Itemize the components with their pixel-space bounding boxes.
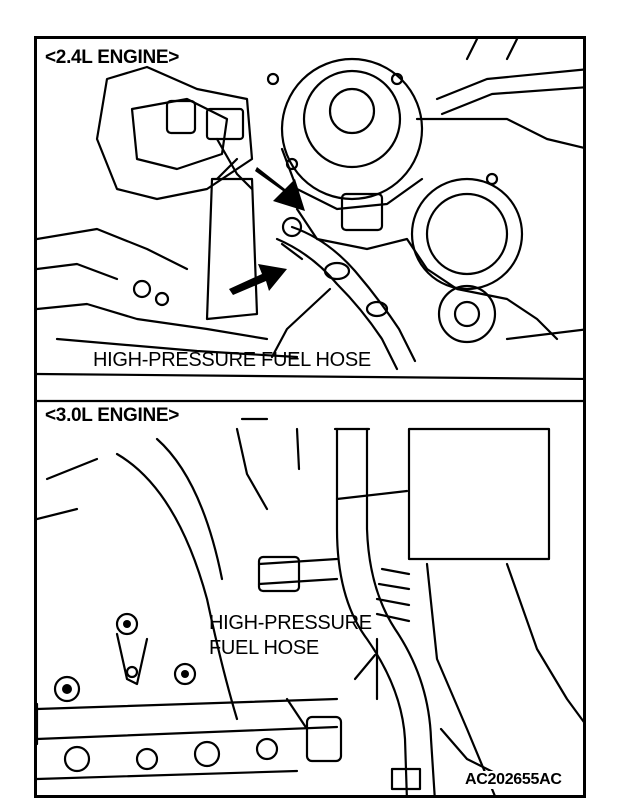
callout-line2-3-0l: FUEL HOSE: [209, 637, 319, 659]
figure-frame: <2.4L ENGINE> HIGH-PRESSURE FUEL HOSE: [34, 36, 586, 798]
panel-2-4l-engine: <2.4L ENGINE> HIGH-PRESSURE FUEL HOSE: [37, 39, 583, 399]
panel-title-3-0l: <3.0L ENGINE>: [45, 405, 180, 426]
engine-2-4l-illustration: [37, 39, 583, 381]
callout-high-pressure-fuel-hose-2-4l: HIGH-PRESSURE FUEL HOSE: [93, 349, 371, 371]
panel-title-2-4l: <2.4L ENGINE>: [45, 47, 180, 68]
panel-3-0l-engine: <3.0L ENGINE> HIGH-PRESSURE FUEL HOSE AC…: [37, 399, 583, 795]
arrow-lower: [229, 264, 287, 295]
arrow-upper: [255, 167, 305, 211]
engine-3-0l-illustration: [37, 399, 583, 795]
callout-line1-3-0l: HIGH-PRESSURE: [209, 612, 372, 634]
figure-code: AC202655AC: [463, 771, 564, 789]
